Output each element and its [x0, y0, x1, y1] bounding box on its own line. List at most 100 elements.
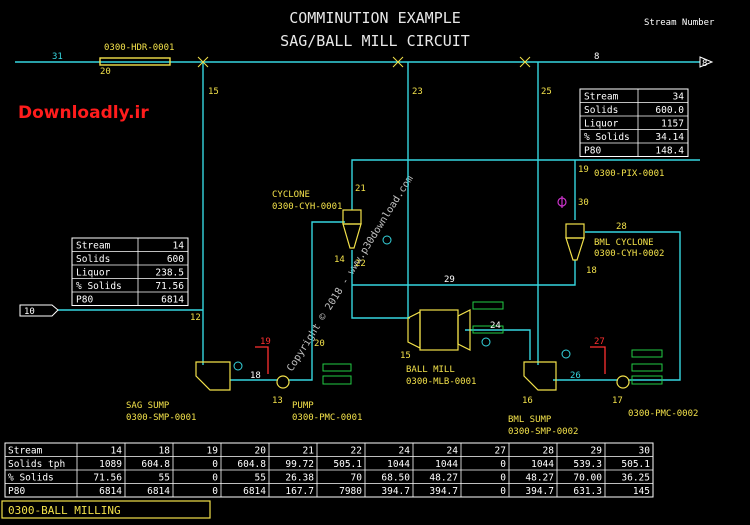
table-cell: 0 [212, 486, 218, 497]
table-cell: P80 [76, 295, 93, 306]
table-cell: 48.27 [429, 473, 458, 484]
stream-15-label: 15 [208, 87, 219, 97]
stream-19-label: 19 [578, 165, 589, 175]
ball-mill-label: BALL MILL [406, 365, 455, 375]
stream-25-label: 25 [541, 87, 552, 97]
table-cell: 30 [639, 446, 651, 457]
table-cell: 0 [500, 459, 506, 470]
table-cell: P80 [584, 146, 601, 157]
sensor-indicators [322, 301, 663, 385]
stream-8-label: 8 [594, 52, 599, 62]
cyclone-2-icon [565, 223, 585, 261]
table-cell: 6814 [147, 486, 170, 497]
downloadly-watermark: Downloadly.ir [18, 103, 149, 123]
table-cell: 68.50 [381, 473, 410, 484]
table-cell: 18 [159, 446, 171, 457]
table-cell: 505.1 [621, 459, 650, 470]
purple-valve-icon [557, 196, 567, 208]
sag-sump-icon [195, 361, 231, 391]
table-cell: 34 [673, 92, 685, 103]
table-cell: 604.8 [141, 459, 170, 470]
table-cell: 1044 [531, 459, 554, 470]
table-cell: 148.4 [655, 146, 684, 157]
table-cell: 0 [212, 459, 218, 470]
table-cell: Solids [76, 254, 110, 265]
table-cell: 70.00 [573, 473, 602, 484]
stream-23-label: 23 [412, 87, 423, 97]
valve-icon [519, 56, 531, 68]
valve-icon [197, 56, 209, 68]
table-cell: 99.72 [285, 459, 314, 470]
stream-16-label: 16 [522, 396, 533, 406]
pump-tag: 0300-PMC-0001 [292, 413, 362, 423]
stream-22-label: 22 [355, 259, 366, 269]
stream-12-label: 12 [190, 313, 201, 323]
valves [197, 56, 531, 68]
table-cell: 55 [255, 473, 266, 484]
pump-1-icon [276, 375, 290, 389]
table-cell: 48.27 [525, 473, 554, 484]
table-cell: 6814 [243, 486, 266, 497]
stream-31-label: 31 [52, 52, 63, 62]
table-cell: 22 [351, 446, 362, 457]
cyclone-1-icon [342, 209, 362, 249]
pix-tag: 0300-PIX-0001 [594, 169, 664, 179]
pump-label: PUMP [292, 401, 314, 411]
stream-15b-label: 15 [400, 351, 411, 361]
bml-sump-label: BML SUMP [508, 415, 552, 425]
gauge-icons [233, 235, 571, 371]
table-cell: 55 [159, 473, 170, 484]
table-cell: % Solids [76, 281, 122, 292]
stream-14-label: 14 [334, 255, 345, 265]
table-cell: Stream [584, 92, 619, 103]
table-cell: 145 [633, 486, 650, 497]
table-cell: 29 [591, 446, 603, 457]
stream-8-arrow [699, 56, 714, 68]
table-cell: 27 [495, 446, 506, 457]
table-cell: 631.3 [573, 486, 602, 497]
stream-17-label: 17 [612, 396, 623, 406]
table-cell: 19 [207, 446, 219, 457]
stream-30-label: 30 [578, 198, 589, 208]
table-cell: 505.1 [333, 459, 362, 470]
table-cell: 14 [111, 446, 123, 457]
table-cell: P80 [8, 486, 25, 497]
table-cell: 24 [399, 446, 411, 457]
table-cell: 539.3 [573, 459, 602, 470]
table-cell: 1089 [99, 459, 122, 470]
red-water-lines [255, 346, 606, 374]
stream-10-label: 10 [24, 307, 35, 317]
table-cell: 14 [173, 241, 185, 252]
table-cell: 604.8 [237, 459, 266, 470]
stream-lines [15, 57, 700, 381]
bml-cyclone-label: BML CYCLONE [594, 238, 654, 248]
table-cell: 71.56 [93, 473, 122, 484]
stream-24-label: 24 [490, 321, 501, 331]
table-cell: Liquor [76, 268, 111, 279]
table-cell: 1157 [661, 119, 684, 130]
table-cell: 600 [167, 254, 184, 265]
bml-sump-icon [523, 361, 557, 391]
table-cell: Liquor [584, 119, 619, 130]
stream-19b-label: 19 [260, 337, 271, 347]
table-cell: 36.25 [621, 473, 650, 484]
table-cell: 167.7 [285, 486, 314, 497]
stream-26-label: 26 [570, 371, 581, 381]
pump-2-icon [616, 375, 630, 389]
table-cell: 394.7 [525, 486, 554, 497]
table-cell: % Solids [8, 473, 54, 484]
stream-27-label: 27 [594, 337, 605, 347]
table-cell: 394.7 [381, 486, 410, 497]
stream-20b-label: 20 [314, 339, 325, 349]
stream-number-labels: 31 20 8 8 15 23 25 19 21 30 28 14 22 18 … [24, 52, 707, 406]
table-cell: 0 [500, 473, 506, 484]
bml-cyclone-tag: 0300-CYH-0002 [594, 249, 664, 259]
table-cell: 70 [351, 473, 363, 484]
table-cell: 24 [447, 446, 459, 457]
table-cell: 600.0 [655, 105, 684, 116]
stream-8-end-label: 8 [702, 59, 707, 69]
